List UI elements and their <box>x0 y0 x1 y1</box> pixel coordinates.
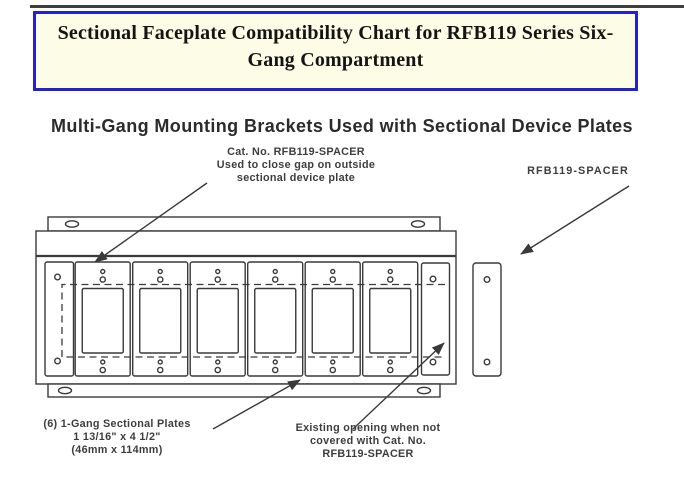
annotation-spacer-label: RFB119-SPACER <box>527 165 629 177</box>
plate-screw-hole <box>387 359 393 365</box>
screw-hole <box>54 357 62 365</box>
page-title-line1: Sectional Faceplate Compatibility Chart … <box>57 22 614 44</box>
screw-hole <box>429 358 437 366</box>
plates-group <box>74 261 419 377</box>
device-opening <box>139 287 182 354</box>
plate-screw-hole <box>386 366 394 374</box>
bracket-slot-top-right <box>410 220 426 228</box>
plate-screw-hole <box>271 276 279 283</box>
plate-screw-hole <box>215 268 221 275</box>
annotation-line: Existing opening when not <box>295 422 441 434</box>
device-opening <box>311 287 354 354</box>
leader-arrow-plates <box>212 379 301 430</box>
plate-screw-hole <box>100 359 106 365</box>
plate-screw-hole <box>329 366 337 374</box>
bracket-slot-bottom-left <box>57 386 73 395</box>
device-opening <box>254 287 297 354</box>
plate-screw-hole <box>156 366 164 374</box>
spacer-plate <box>472 262 502 377</box>
leader-arrow-existing-opening <box>352 342 445 430</box>
plate-screw-hole <box>330 268 336 275</box>
plate-screw-hole <box>272 268 278 275</box>
spacer-screw-hole <box>483 358 491 366</box>
plate-screw-hole <box>387 268 393 275</box>
page-title-line2: Gang Compartment <box>247 49 424 71</box>
plate-screw-hole <box>272 359 278 365</box>
section-heading: Multi-Gang Mounting Brackets Used with S… <box>51 116 633 136</box>
plate-screw-hole <box>386 276 394 283</box>
annotation-line: RFB119-SPACER <box>322 447 414 460</box>
annotation-existing-opening: Existing opening when not covered with C… <box>272 422 464 460</box>
plate-screw-hole <box>214 366 222 374</box>
plate-screw-hole <box>157 268 163 275</box>
top-mounting-bracket <box>47 216 441 232</box>
annotation-line: (46mm x 114mm) <box>71 443 163 456</box>
spacer-screw-hole <box>483 276 491 284</box>
device-opening <box>196 287 239 354</box>
plate-screw-hole <box>329 276 337 283</box>
plate-screw-hole <box>271 366 279 374</box>
annotation-line: covered with Cat. No. <box>309 434 427 447</box>
screw-hole <box>54 273 62 281</box>
annotation-spacer-usage: Cat. No. RFB119-SPACER Used to close gap… <box>188 146 404 184</box>
annotation-line: Cat. No. RFB119-SPACER <box>227 146 365 158</box>
annotation-sectional-plates: (6) 1-Gang Sectional Plates 1 13/16" x 4… <box>20 418 214 456</box>
plate-screw-hole <box>215 359 221 365</box>
plate-screw-hole <box>157 359 163 365</box>
top-rule <box>30 5 684 8</box>
plate-screw-hole <box>99 276 107 283</box>
plate-screw-hole <box>330 359 336 365</box>
existing-opening-outline <box>420 262 451 376</box>
annotation-line: 1 13/16" x 4 1/2" <box>73 430 161 443</box>
bottom-mounting-bracket <box>47 383 441 398</box>
annotation-line: sectional device plate <box>236 171 356 184</box>
device-opening <box>369 287 412 354</box>
annotation-line: Used to close gap on outside <box>216 158 376 171</box>
plate-screw-hole <box>156 276 164 283</box>
annotation-line: (6) 1-Gang Sectional Plates <box>43 418 191 430</box>
bracket-slot-bottom-right <box>416 386 432 395</box>
leader-arrow-spacer <box>520 185 630 255</box>
end-cap-plate <box>44 261 75 377</box>
plate-screw-hole <box>100 268 106 275</box>
plate-screw-hole <box>214 276 222 283</box>
plate-screw-hole <box>99 366 107 374</box>
leader-arrow-spacer-usage <box>94 182 208 263</box>
bracket-slot-top-left <box>64 220 80 228</box>
device-opening <box>81 287 124 354</box>
box-opening-dashed-outline <box>61 283 445 358</box>
screw-hole <box>429 275 437 283</box>
title-box: Sectional Faceplate Compatibility Chart … <box>33 11 638 91</box>
